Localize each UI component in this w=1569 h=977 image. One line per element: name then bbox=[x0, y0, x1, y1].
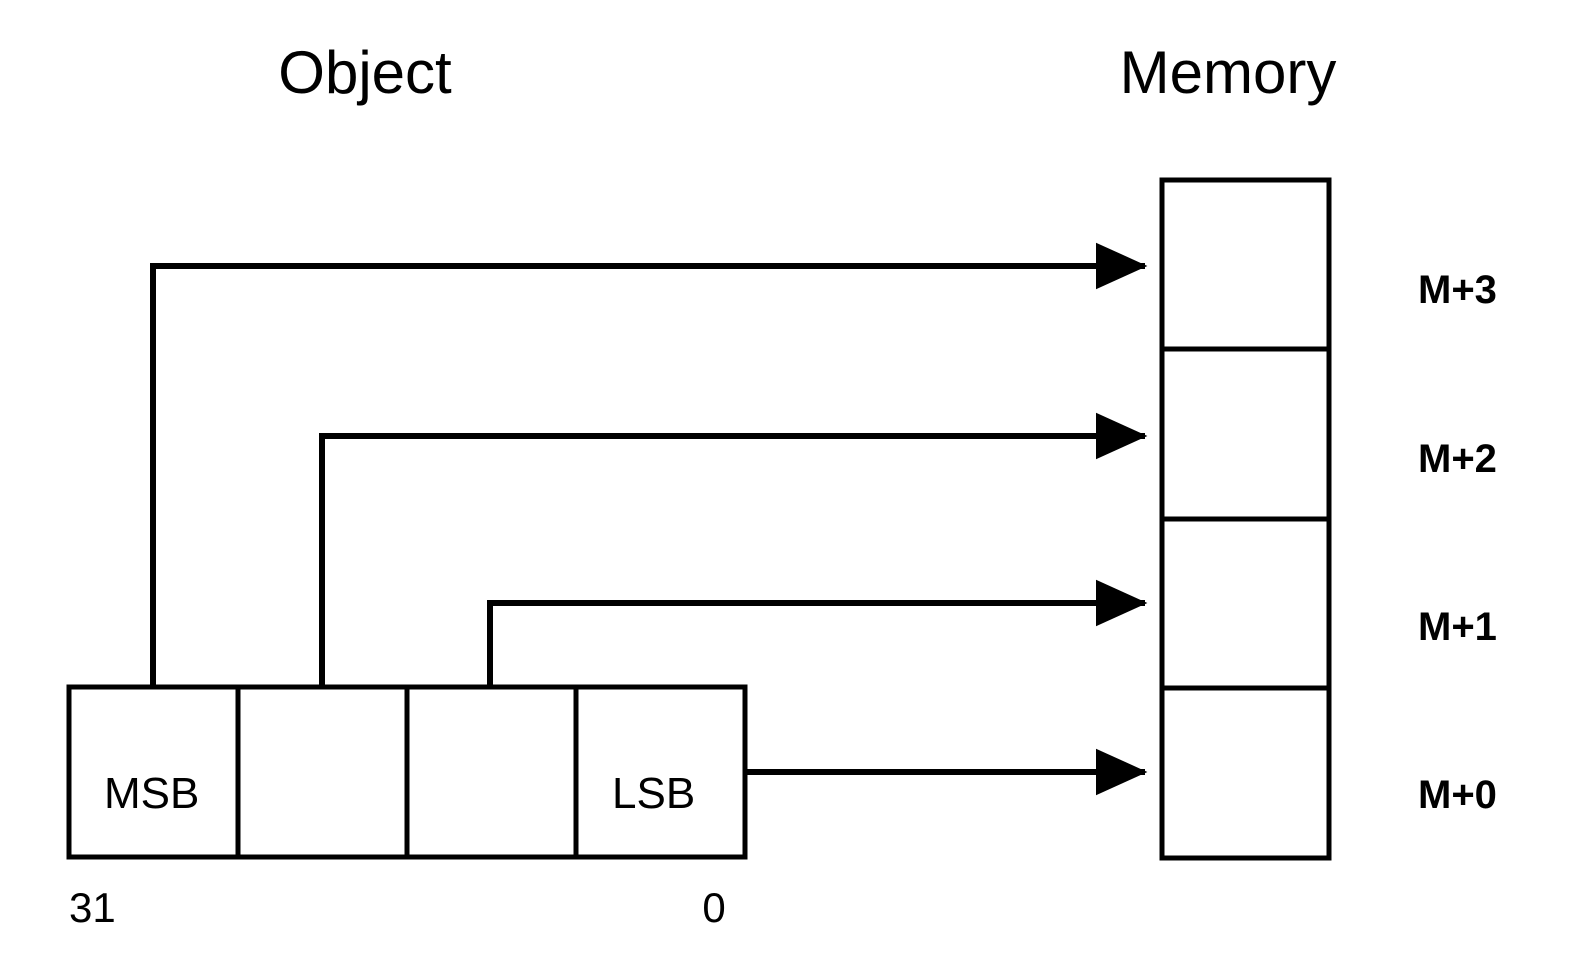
memory-box bbox=[1159, 177, 1332, 861]
object-box: MSB LSB bbox=[66, 684, 748, 860]
memory-address-label-m0: M+0 bbox=[1418, 773, 1497, 817]
bit-label-high: 31 bbox=[69, 884, 116, 931]
object-cell-msb-label: MSB bbox=[104, 769, 199, 818]
connector-byte1-to-m2 bbox=[319, 412, 1148, 687]
connector-byte2-to-m1 bbox=[487, 579, 1148, 687]
memory-address-label-m2: M+2 bbox=[1418, 437, 1497, 481]
object-column-header: Object bbox=[278, 39, 452, 106]
bit-label-low: 0 bbox=[702, 884, 725, 931]
object-cell-lsb-label: LSB bbox=[612, 769, 695, 818]
connector-msb-to-m3 bbox=[150, 242, 1148, 687]
memory-address-label-m3: M+3 bbox=[1418, 268, 1497, 312]
memory-column-header: Memory bbox=[1120, 39, 1337, 106]
memory-address-label-m1: M+1 bbox=[1418, 605, 1497, 649]
